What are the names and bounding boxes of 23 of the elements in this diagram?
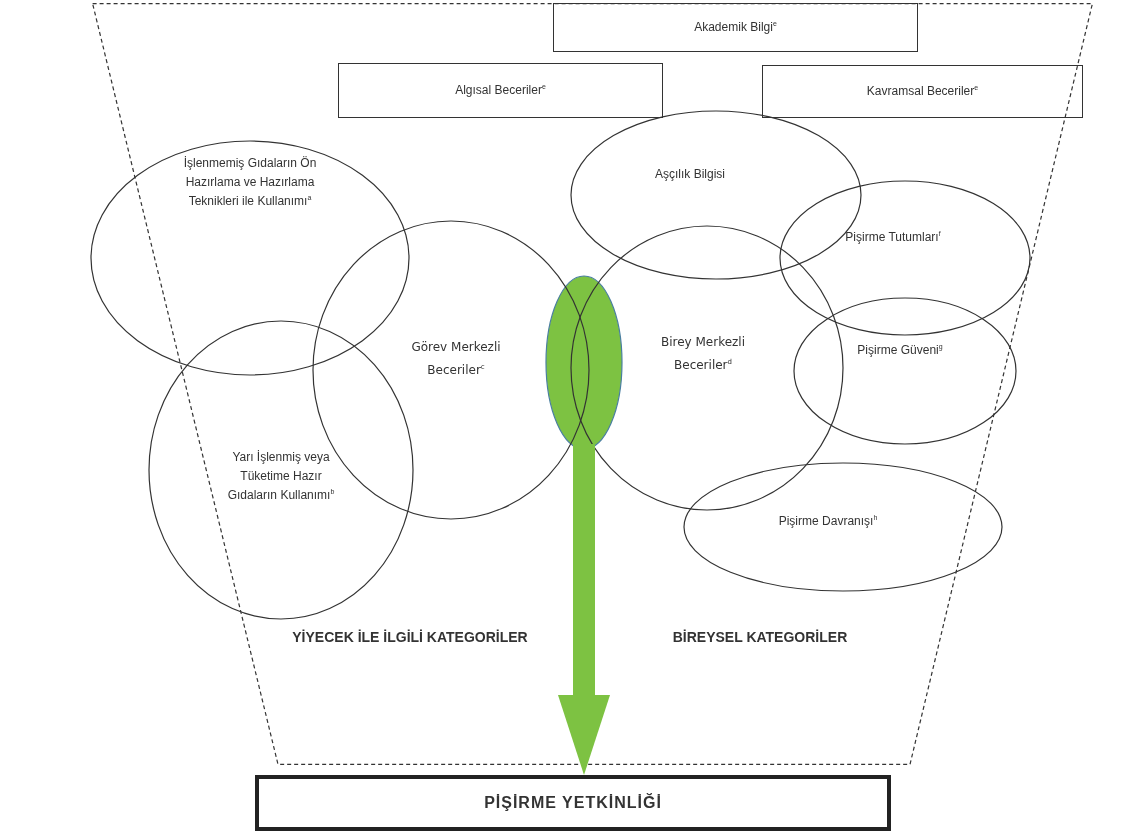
node-label: Birey Merkezli Beceriler$^{d}$: [659, 334, 747, 374]
skill-box: [338, 63, 663, 118]
node-label: Kavramsal Beceriler$^{e}$: [865, 82, 980, 100]
category-ellipse: [683, 462, 1003, 592]
node-label: Pişirme Güveni$^{g}$: [856, 342, 944, 359]
skill-box: [762, 65, 1083, 118]
node-label: Yarı İşlenmiş veya Tüketime Hazır Gıdaların Kullanımı$^{b}$: [226, 449, 336, 505]
node-label: Pişirme Davranışı$^{h}$: [777, 513, 879, 530]
funnel-band: [92, 3, 1093, 765]
node-label: Algısal Beceriler$^{e}$: [454, 81, 547, 99]
category-ellipse: [570, 225, 844, 511]
category-heading: YİYECEK İLE İLGİLİ KATEGORİLER: [291, 628, 529, 647]
node-label: Aşçılık Bilgisi: [654, 166, 726, 183]
category-ellipse: [793, 297, 1017, 445]
node-label: PİŞİRME YETKİNLİĞİ: [483, 792, 663, 814]
category-heading: BİREYSEL KATEGORİLER: [671, 628, 849, 647]
category-ellipse: [779, 180, 1031, 336]
skill-box: [553, 3, 918, 52]
node-label: İşlenmemiş Gıdaların Ön Hazırlama ve Hazırlama Teknikleri ile Kullanımı$^{a}$: [182, 155, 318, 211]
node-label: Görev Merkezli Beceriler$^{c}$: [410, 339, 502, 379]
node-label: Akademik Bilgi$^{e}$: [693, 18, 778, 36]
outcome-box: [255, 775, 891, 831]
node-label: Pişirme Tutumları$^{f}$: [844, 229, 942, 246]
